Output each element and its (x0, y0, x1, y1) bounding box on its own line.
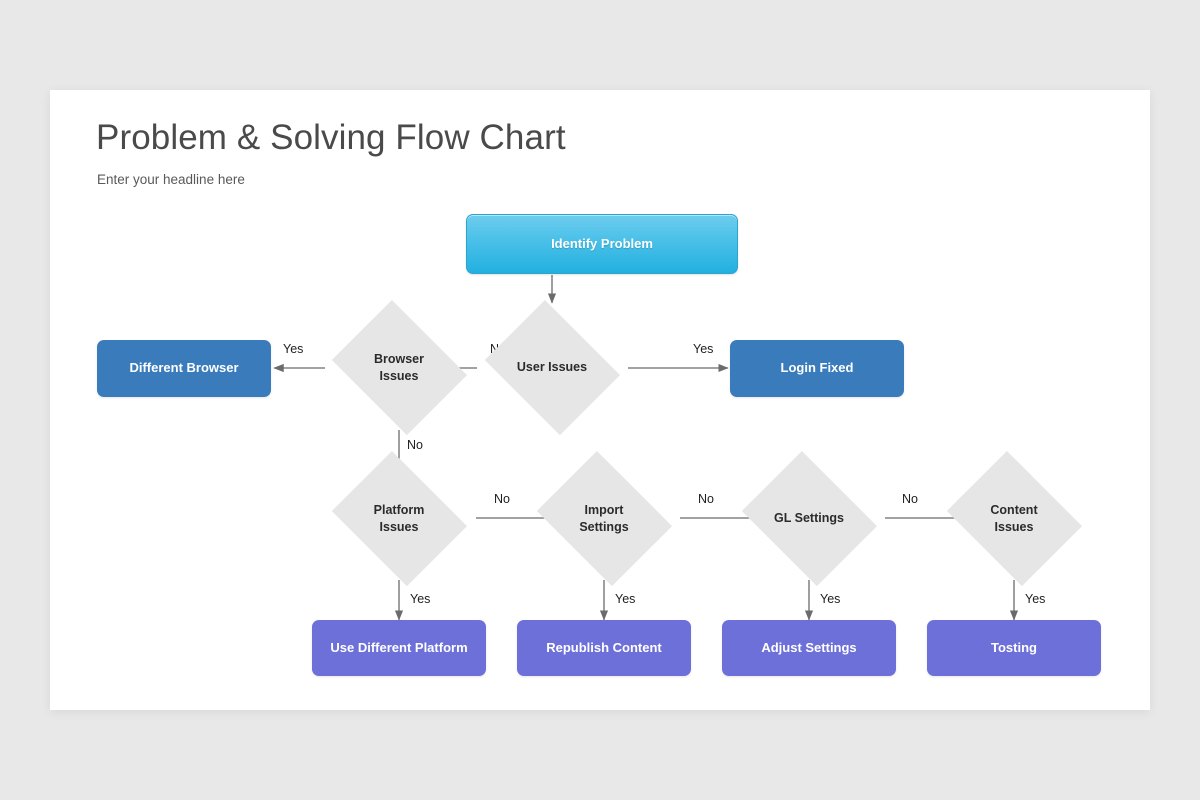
node-label: Adjust Settings (761, 639, 857, 655)
edge-label-browser-issues-yes: Yes (283, 342, 304, 356)
node-platform-issues[interactable]: Platform Issues (324, 451, 474, 586)
node-label: GL Settings (774, 511, 844, 526)
page-title: Problem & Solving Flow Chart (96, 118, 566, 157)
node-different-browser[interactable]: Different Browser (97, 340, 271, 397)
node-label: Content Issues (990, 502, 1038, 534)
edge-label-user-issues-yes: Yes (693, 342, 714, 356)
node-identify-problem[interactable]: Identify Problem (466, 214, 738, 274)
edge-label-gl-settings-no: No (902, 492, 918, 506)
node-label: Republish Content (546, 639, 662, 655)
node-tosting[interactable]: Tosting (927, 620, 1101, 676)
node-label: User Issues (516, 360, 588, 375)
node-browser-issues[interactable]: Browser Issues (324, 300, 474, 435)
node-label: Platform Issues (373, 502, 425, 534)
node-adjust-settings[interactable]: Adjust Settings (722, 620, 896, 676)
node-label: Browser Issues (373, 351, 425, 383)
node-label: Tosting (991, 639, 1037, 655)
node-gl-settings[interactable]: GL Settings (734, 451, 884, 586)
edge-label-import-settings-no: No (698, 492, 714, 506)
page-subtitle: Enter your headline here (97, 172, 245, 187)
node-label: Use Different Platform (330, 639, 468, 655)
edge-label-platform-issues-yes: Yes (410, 592, 431, 606)
node-import-settings[interactable]: Import Settings (529, 451, 679, 586)
flowchart-diagram: Yes No Yes No No No No Yes Yes Yes Yes I… (50, 90, 1150, 710)
node-label: Different Browser (129, 360, 239, 376)
node-login-fixed[interactable]: Login Fixed (730, 340, 904, 397)
node-label: Import Settings (579, 502, 629, 534)
node-label: Identify Problem (551, 235, 653, 251)
slide-card: Problem & Solving Flow Chart Enter your … (50, 90, 1150, 710)
edge-label-content-issues-yes: Yes (1025, 592, 1046, 606)
edge-label-browser-issues-no: No (407, 438, 423, 452)
edge-label-platform-issues-no: No (494, 492, 510, 506)
node-content-issues[interactable]: Content Issues (939, 451, 1089, 586)
node-label: Login Fixed (780, 360, 854, 376)
edge-label-import-settings-yes: Yes (615, 592, 636, 606)
node-use-different-platform[interactable]: Use Different Platform (312, 620, 486, 676)
node-user-issues[interactable]: User Issues (477, 300, 627, 435)
edge-label-gl-settings-yes: Yes (820, 592, 841, 606)
node-republish-content[interactable]: Republish Content (517, 620, 691, 676)
